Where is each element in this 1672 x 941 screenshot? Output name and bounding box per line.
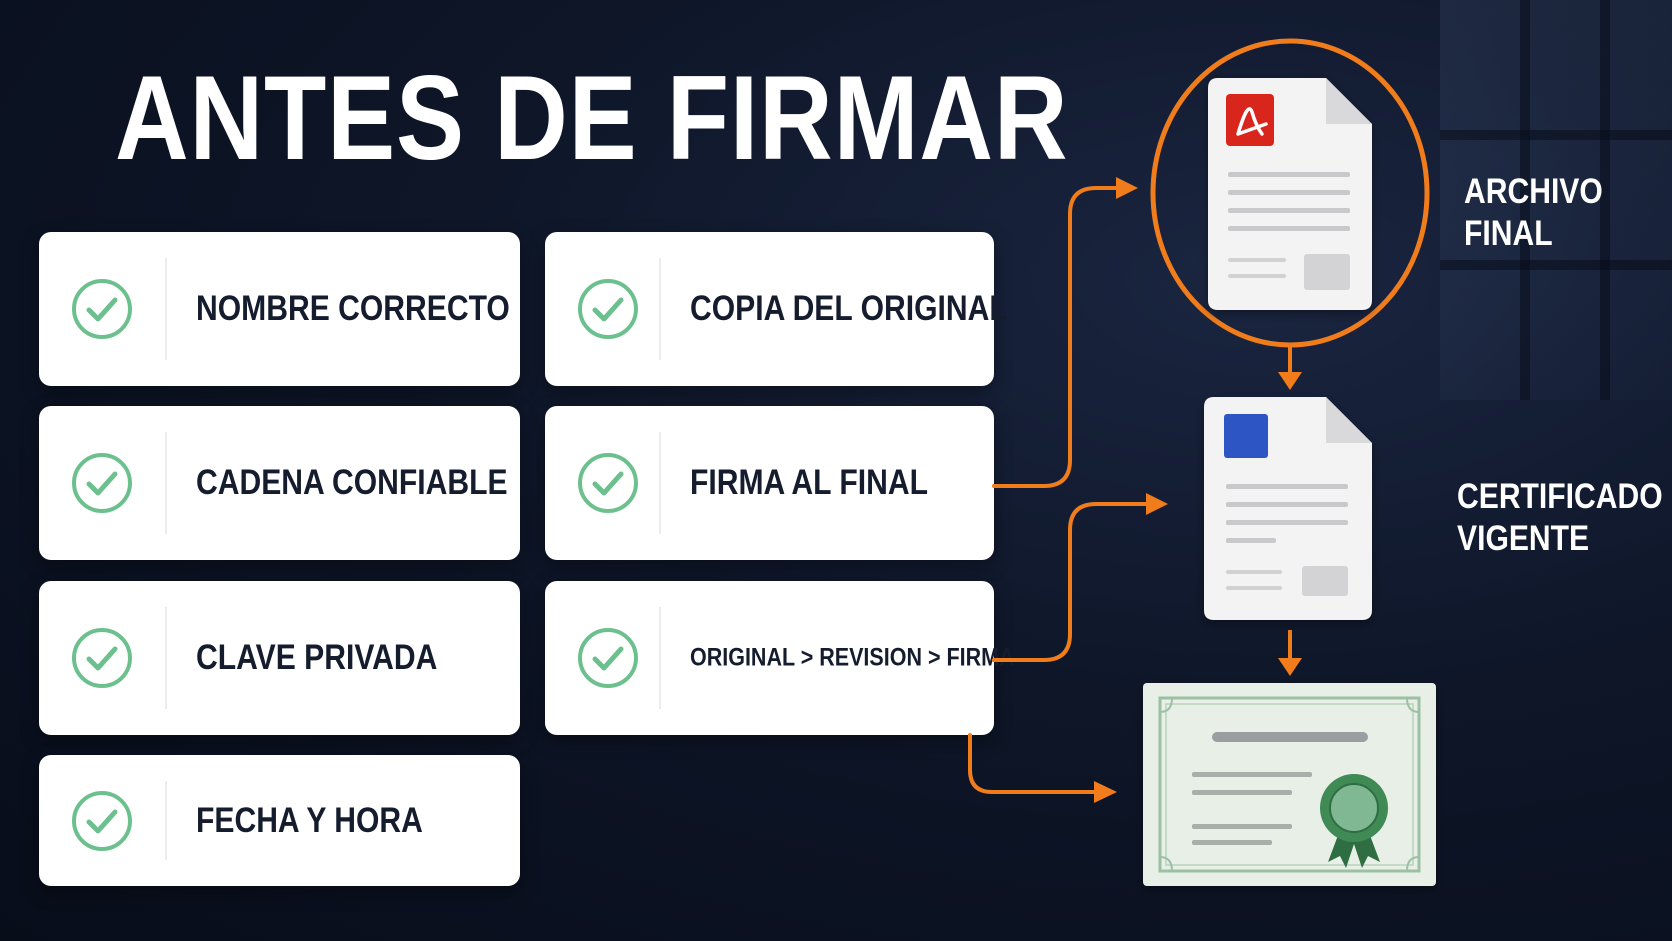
highlight-ring bbox=[1150, 38, 1430, 348]
checklist-card-clave-privada: CLAVE PRIVADA bbox=[39, 581, 520, 735]
arrowhead bbox=[1278, 658, 1302, 676]
checklist-card-original-revision-firma: ORIGINAL > REVISION > FIRMA bbox=[545, 581, 1015, 735]
label-archivo-final: ARCHIVO FINAL bbox=[1464, 171, 1603, 255]
checklist-label: FIRMA AL FINAL bbox=[690, 463, 928, 502]
pdf-document-icon bbox=[1208, 78, 1372, 310]
label-line: CERTIFICADO bbox=[1457, 477, 1663, 516]
connector-arrow bbox=[992, 502, 1148, 662]
card-divider bbox=[165, 432, 167, 534]
card-divider bbox=[659, 607, 661, 709]
label-line: FINAL bbox=[1464, 214, 1553, 253]
card-divider bbox=[165, 781, 167, 860]
document-icon bbox=[1204, 397, 1372, 620]
checklist-card-nombre-correcto: NOMBRE CORRECTO bbox=[39, 232, 520, 386]
seal-icon bbox=[1320, 774, 1388, 868]
card-divider bbox=[659, 432, 661, 534]
window-light-decoration bbox=[1440, 0, 1672, 400]
page-title: ANTES DE FIRMAR bbox=[115, 51, 1069, 185]
window-frame-decoration bbox=[1600, 0, 1610, 400]
checklist-label: CADENA CONFIABLE bbox=[196, 463, 508, 502]
arrowhead bbox=[1116, 177, 1138, 199]
checklist-label: ORIGINAL > REVISION > FIRMA bbox=[690, 643, 1015, 672]
card-divider bbox=[659, 258, 661, 360]
label-certificado-vigente: CERTIFICADO VIGENTE bbox=[1457, 476, 1663, 560]
certificate-icon bbox=[1143, 683, 1436, 886]
checklist-label: COPIA DEL ORIGINAL bbox=[690, 289, 1008, 328]
check-circle-icon bbox=[578, 453, 638, 513]
checklist-label: CLAVE PRIVADA bbox=[196, 638, 438, 677]
window-frame-decoration bbox=[1520, 0, 1530, 400]
check-circle-icon bbox=[72, 453, 132, 513]
connector-arrow bbox=[968, 733, 1096, 794]
checklist-card-fecha-y-hora: FECHA Y HORA bbox=[39, 755, 520, 886]
arrowhead bbox=[1094, 781, 1117, 803]
card-divider bbox=[165, 258, 167, 360]
check-circle-icon bbox=[72, 790, 132, 851]
card-divider bbox=[165, 607, 167, 709]
window-frame-decoration bbox=[1440, 260, 1672, 270]
connector-arrow bbox=[992, 186, 1118, 488]
checklist-card-copia-del-original: COPIA DEL ORIGINAL bbox=[545, 232, 1008, 386]
arrowhead bbox=[1146, 493, 1168, 515]
arrowhead bbox=[1278, 372, 1302, 390]
check-circle-icon bbox=[578, 628, 638, 688]
checklist-card-cadena-confiable: CADENA CONFIABLE bbox=[39, 406, 520, 560]
check-circle-icon bbox=[72, 279, 132, 339]
checklist-label: NOMBRE CORRECTO bbox=[196, 289, 510, 328]
checklist-label: FECHA Y HORA bbox=[196, 800, 423, 840]
check-circle-icon bbox=[578, 279, 638, 339]
checklist-card-firma-al-final: FIRMA AL FINAL bbox=[545, 406, 994, 560]
label-line: VIGENTE bbox=[1457, 519, 1590, 558]
check-circle-icon bbox=[72, 628, 132, 688]
window-frame-decoration bbox=[1440, 130, 1672, 140]
label-line: ARCHIVO bbox=[1464, 172, 1603, 211]
